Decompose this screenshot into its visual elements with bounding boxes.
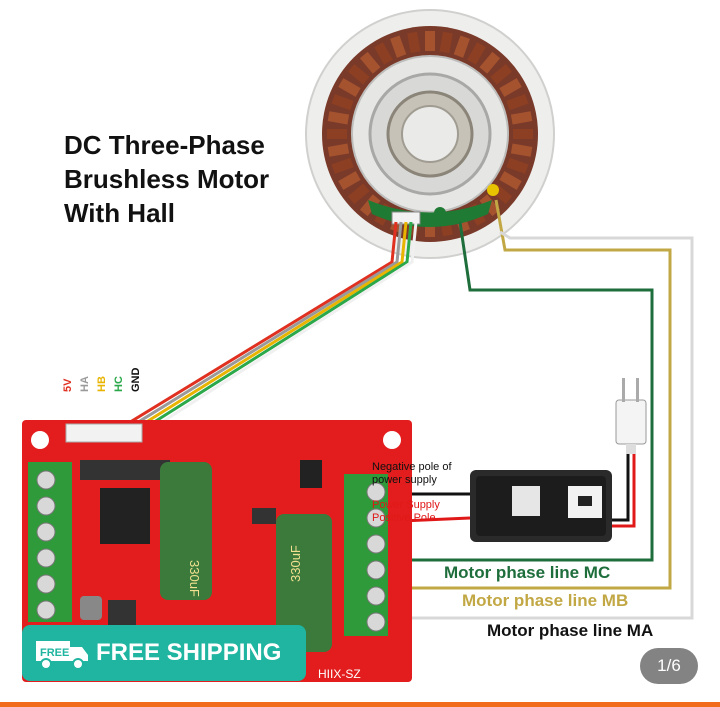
motor-title-line2: Brushless Motor <box>64 164 270 194</box>
stator-coil <box>506 94 529 111</box>
free-shipping-badge: FREE FREE SHIPPING <box>22 625 306 681</box>
terminal-screw <box>36 496 56 516</box>
stator-coil <box>331 94 354 111</box>
stator-coil <box>467 42 486 65</box>
label-gnd: GND <box>130 367 142 392</box>
phase-wires <box>378 199 694 620</box>
stator-coil <box>510 111 533 125</box>
stator-coil <box>453 35 470 58</box>
stator-coil <box>506 157 529 174</box>
free-shipping-label: FREE SHIPPING <box>96 639 282 666</box>
stator-coil <box>479 51 501 74</box>
image-pager[interactable]: 1/6 <box>640 648 698 684</box>
terminal-screw <box>366 482 386 502</box>
phase-label-mb: Motor phase line MB <box>462 591 629 610</box>
label-hc: HC <box>113 376 125 392</box>
stator-coil <box>338 78 361 97</box>
motor <box>305 9 555 259</box>
accent-bar <box>0 702 720 707</box>
terminal-screw <box>366 586 386 606</box>
terminal-screw <box>366 612 386 632</box>
terminal-screw <box>366 508 386 528</box>
terminal-screw <box>36 600 56 620</box>
phase-label-ma: Motor phase line MA <box>487 621 654 640</box>
label-hb: HB <box>96 376 108 392</box>
board-silk-text: HIIX-SZ <box>318 667 361 681</box>
label-5v: 5V <box>62 378 74 392</box>
power-supply-adapter <box>470 470 612 542</box>
stator-coil <box>338 171 361 190</box>
stator-coil <box>513 129 533 139</box>
terminal-screw <box>36 574 56 594</box>
truck-icon-text: FREE <box>40 647 69 659</box>
cap1-label: 330uF <box>187 560 202 597</box>
hall-wire-bundle <box>113 221 418 442</box>
stator-coil <box>327 111 350 125</box>
terminal-screw <box>36 470 56 490</box>
motor-title: DC Three-Phase Brushless Motor With Hall <box>64 128 269 230</box>
stator-coil <box>327 143 350 157</box>
terminal-screw <box>366 560 386 580</box>
phase-label-mc: Motor phase line MC <box>444 563 611 582</box>
stator-coil <box>347 183 370 205</box>
terminal-screw <box>36 548 56 568</box>
cap2-label: 330uF <box>288 545 303 582</box>
motor-title-line1: DC Three-Phase <box>64 130 265 160</box>
psu-positive-label: Power Supply Positive Pole <box>372 499 440 524</box>
stator-coil <box>407 31 421 54</box>
truck-icon: FREE <box>32 633 92 673</box>
power-plug-icon <box>615 378 647 454</box>
controller-board: 330uF 330uF HIIX-SZ <box>22 420 412 682</box>
stator-coil <box>439 31 453 54</box>
stator-coil <box>374 42 393 65</box>
stator-coil <box>510 143 533 157</box>
stator-coil <box>499 171 522 190</box>
stator-coil <box>331 157 354 174</box>
stator-coil <box>490 63 513 85</box>
psu-negative-label: Negative pole of power supply <box>372 461 452 486</box>
motor-title-line3: With Hall <box>64 198 175 228</box>
label-ha: HA <box>79 376 91 392</box>
terminal-screw <box>366 534 386 554</box>
stator-coil <box>499 78 522 97</box>
terminal-screw <box>36 522 56 542</box>
stator-coil <box>347 63 370 85</box>
stator-coil <box>359 51 381 74</box>
hall-wire-labels: 5V HA HB HC GND <box>60 352 150 392</box>
stator-coil <box>390 35 407 58</box>
stator-coil <box>425 31 435 51</box>
stator-coil <box>327 129 347 139</box>
